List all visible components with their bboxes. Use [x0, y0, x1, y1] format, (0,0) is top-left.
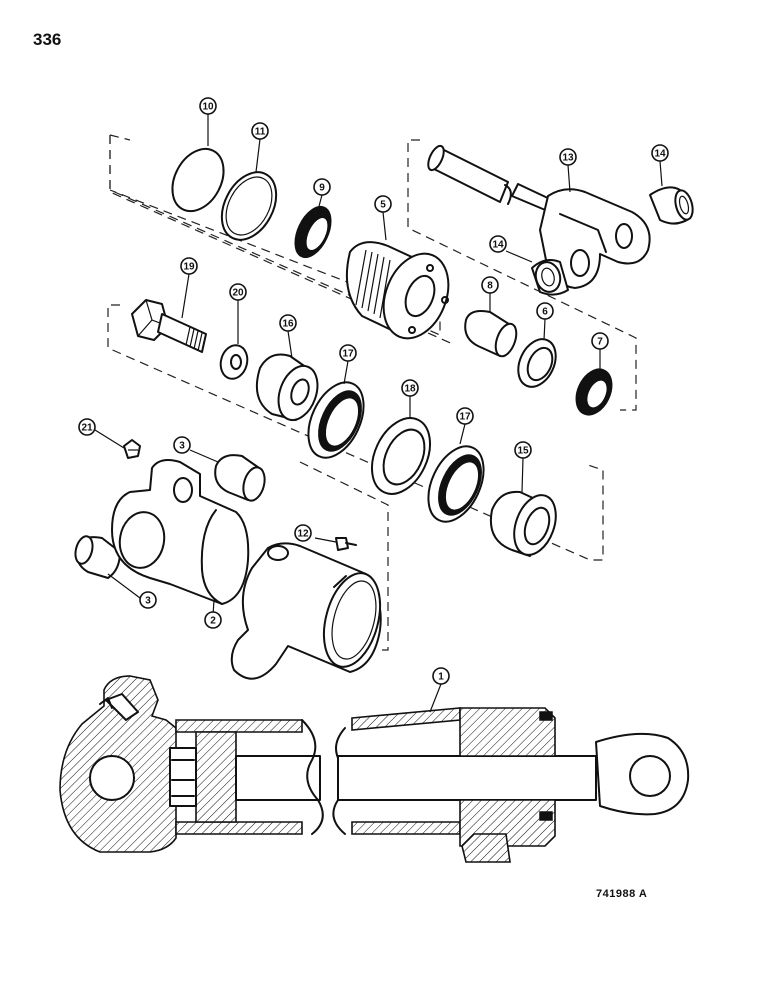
barrel-tube [230, 542, 382, 680]
svg-text:5: 5 [380, 200, 386, 211]
piston-cap-15 [490, 490, 557, 557]
seal-17-lower [427, 445, 485, 523]
callout-17-lower: 17 [456, 407, 474, 425]
svg-text:9: 9 [319, 183, 325, 194]
callout-6: 6 [536, 302, 554, 320]
svg-text:7: 7 [597, 337, 603, 348]
callout-17-upper: 17 [339, 344, 357, 362]
svg-text:17: 17 [459, 412, 471, 423]
callout-18: 18 [401, 379, 419, 397]
callout-1: 1 [432, 667, 450, 685]
rod-and-clevis-13 [427, 144, 651, 289]
svg-text:8: 8 [487, 281, 493, 292]
svg-text:20: 20 [232, 288, 244, 299]
callout-20: 20 [229, 283, 247, 301]
group-outline-piston-box [109, 134, 456, 346]
grease-fitting-21 [123, 439, 141, 459]
o-ring-10 [171, 147, 225, 213]
bushing-14-left [531, 259, 569, 296]
svg-text:13: 13 [562, 153, 574, 164]
callout-2: 2 [204, 611, 222, 629]
svg-text:15: 15 [517, 446, 529, 457]
base-end-2 [111, 459, 250, 605]
svg-text:3: 3 [179, 441, 185, 452]
svg-text:12: 12 [297, 529, 309, 540]
svg-text:6: 6 [542, 307, 548, 318]
callout-14-right: 14 [651, 144, 669, 162]
backup-ring-11 [220, 171, 278, 241]
callout-21: 21 [78, 418, 96, 436]
callout-12: 12 [294, 524, 312, 542]
callout-19: 19 [180, 257, 198, 275]
wear-ring-18 [370, 417, 432, 495]
callout-11: 11 [251, 122, 269, 140]
washer-20 [219, 344, 249, 380]
group-outline-rod-end [407, 139, 637, 411]
callout-5: 5 [374, 195, 392, 213]
svg-text:21: 21 [81, 423, 93, 434]
svg-text:1: 1 [438, 672, 444, 683]
callout-10: 10 [199, 97, 217, 115]
bushing-3-lower [74, 535, 121, 579]
callout-3-lower: 3 [139, 591, 157, 609]
callout-8: 8 [481, 276, 499, 294]
page-number: 336 [33, 30, 62, 49]
seal-17-upper [307, 381, 365, 459]
svg-text:2: 2 [210, 616, 216, 627]
svg-text:16: 16 [282, 319, 294, 330]
bushing-14-right [649, 186, 694, 225]
svg-text:14: 14 [492, 240, 504, 251]
seal-7 [575, 368, 613, 416]
seal-9 [294, 205, 332, 259]
callout-14-left: 14 [489, 235, 507, 253]
callout-13: 13 [559, 148, 577, 166]
screw-12 [335, 537, 357, 551]
piston-16 [256, 353, 319, 422]
callout-16: 16 [279, 314, 297, 332]
svg-text:14: 14 [654, 149, 666, 160]
figure-code: 741988 A [596, 888, 648, 900]
bushing-3-upper [214, 454, 266, 502]
bushing-8 [464, 310, 518, 358]
svg-text:18: 18 [404, 384, 416, 395]
callout-3-upper: 3 [173, 436, 191, 454]
callout-9: 9 [313, 178, 331, 196]
callout-15: 15 [514, 441, 532, 459]
callout-7: 7 [591, 332, 609, 350]
gland-5 [345, 241, 450, 340]
svg-text:11: 11 [255, 127, 266, 138]
ring-6 [517, 338, 557, 388]
svg-text:10: 10 [202, 102, 214, 113]
cylinder-assembly-1 [59, 675, 690, 863]
group-outline-barrel [299, 461, 389, 651]
svg-text:19: 19 [183, 262, 195, 273]
bolt-19 [131, 299, 207, 353]
svg-text:3: 3 [145, 596, 151, 607]
svg-text:17: 17 [342, 349, 354, 360]
